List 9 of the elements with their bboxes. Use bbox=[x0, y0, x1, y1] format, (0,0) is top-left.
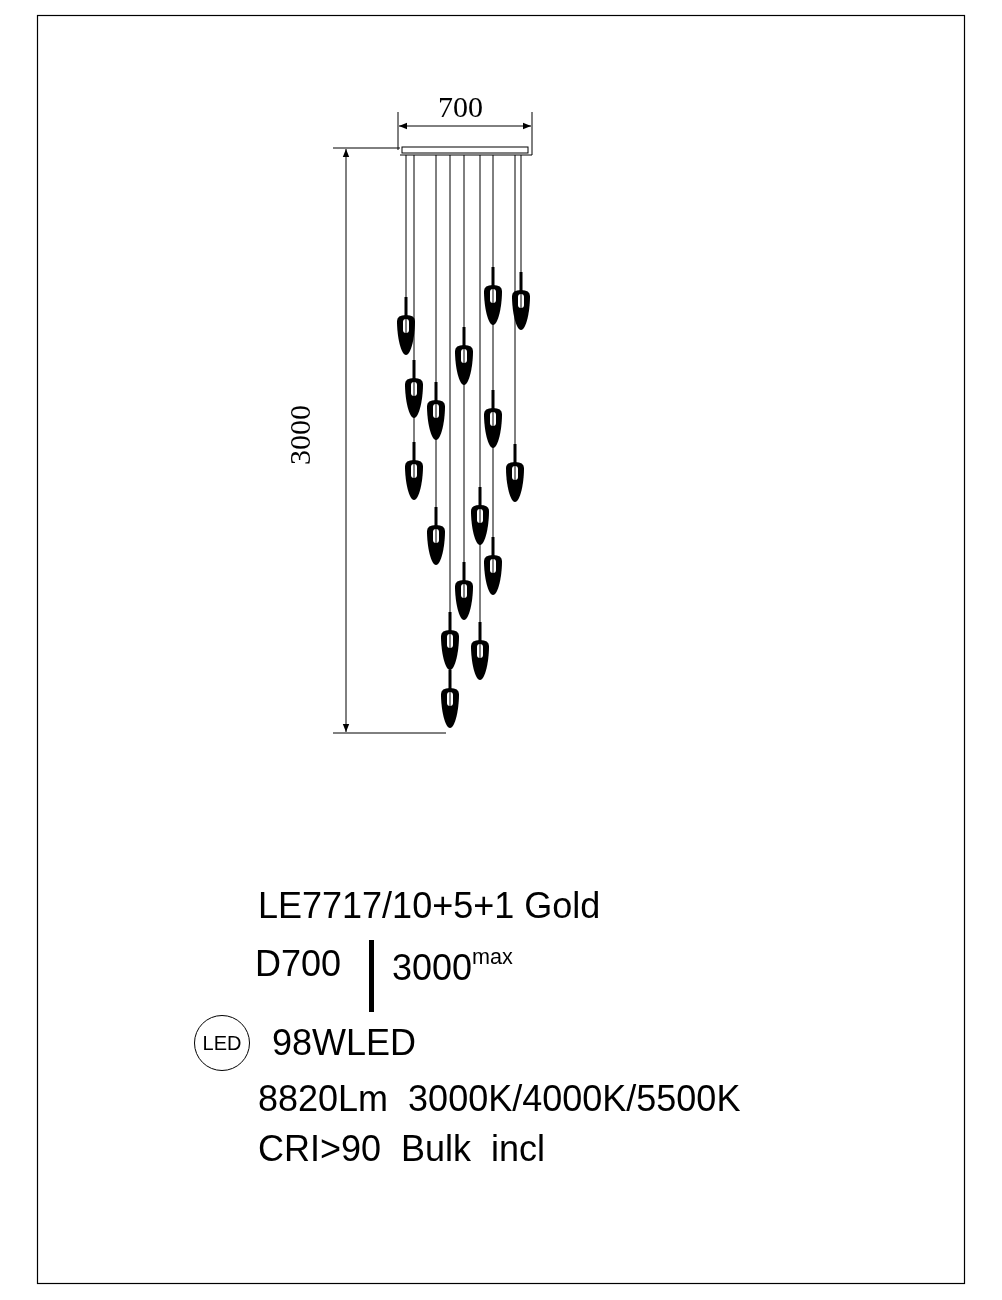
dimension-label: 3000 bbox=[285, 405, 315, 465]
spec-text: D700 bbox=[255, 946, 342, 982]
spec-text: 8820Lm 3000K/4000K/5500K bbox=[258, 1081, 741, 1117]
dimension-label: 700 bbox=[438, 92, 483, 122]
spec-text: 3000$^{max}$ bbox=[392, 946, 513, 987]
spec-text: CRI>90 Bulk incl bbox=[258, 1131, 546, 1167]
spec-text: 98WLED bbox=[272, 1025, 417, 1061]
symbol-text: LED bbox=[202, 1033, 242, 1053]
model-number: LE7717/10+5+1 Gold bbox=[258, 888, 601, 924]
